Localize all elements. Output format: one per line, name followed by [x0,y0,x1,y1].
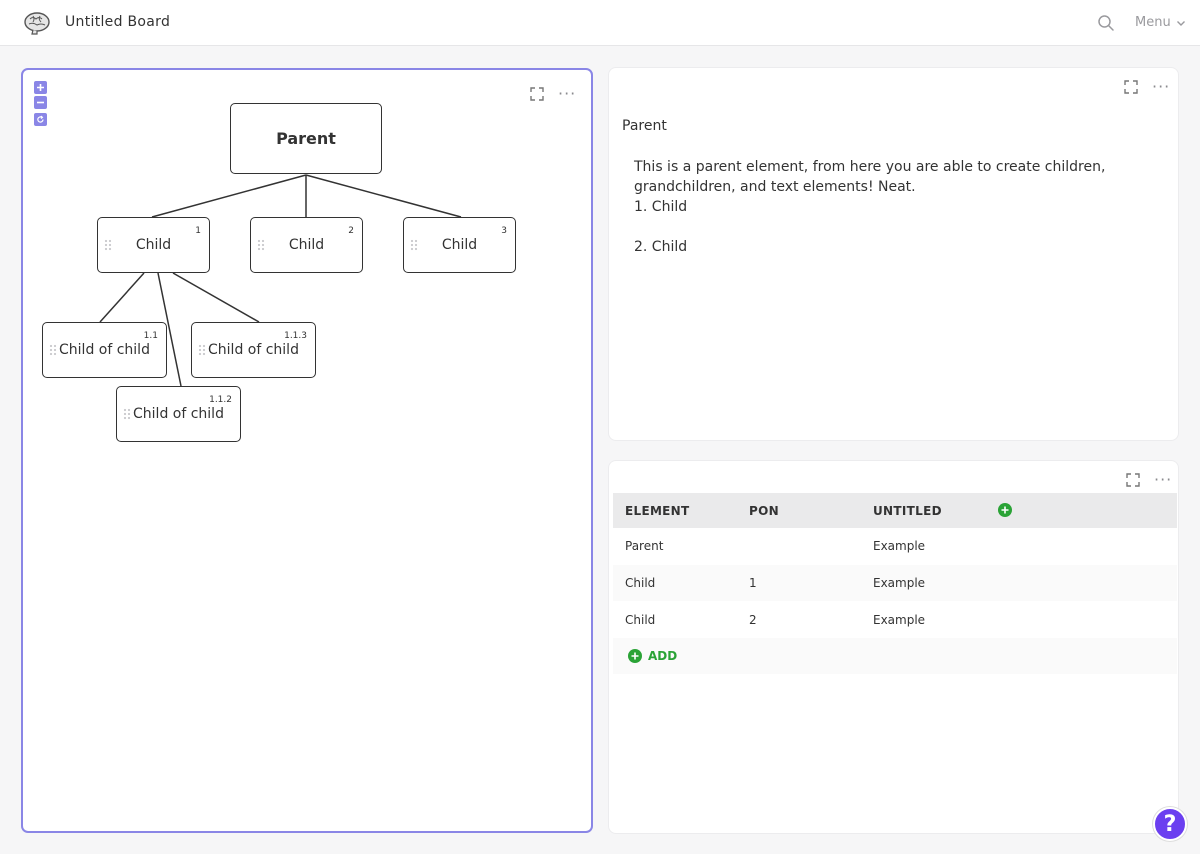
doc-list[interactable]: 1. Child 2. Child [634,199,687,259]
table-panel-tools: ··· [1126,470,1173,489]
column-header-untitled[interactable]: UNTITLED [873,503,942,518]
mindmap-node-child-1-1-3[interactable]: Child of child 1.1.3 [191,322,316,378]
node-label: Child of child [133,406,224,422]
add-column-icon[interactable] [998,503,1012,517]
mindmap-node-child-1-1-2[interactable]: Child of child 1.1.2 [116,386,241,442]
drag-handle-icon[interactable] [49,344,57,356]
expand-icon[interactable] [1124,80,1138,94]
node-number: 1.1.2 [209,395,232,405]
mindmap-connectors [99,174,462,387]
node-number: 1.1.3 [284,331,307,341]
node-number: 2 [348,226,354,236]
brain-logo-icon[interactable] [22,10,52,36]
text-panel-tools: ··· [1124,77,1171,96]
node-label: Parent [276,129,336,148]
table-cell[interactable]: Child [625,576,656,591]
drag-handle-icon[interactable] [104,239,112,251]
reset-view-button[interactable] [34,113,47,126]
board-title[interactable]: Untitled Board [65,14,171,30]
doc-body[interactable]: This is a parent element, from here you … [634,159,1106,195]
node-label: Child of child [208,342,299,358]
data-table: ELEMENT PON UNTITLED Parent Example Chil… [613,493,1177,675]
column-header-pon[interactable]: PON [749,503,779,518]
drag-handle-icon[interactable] [198,344,206,356]
node-label: Child [135,237,172,253]
node-number: 3 [501,226,507,236]
table-header: ELEMENT PON UNTITLED [613,493,1177,528]
table-panel[interactable]: ··· ELEMENT PON UNTITLED Parent Example … [609,461,1178,833]
top-bar: Untitled Board Menu [0,0,1200,46]
drag-handle-icon[interactable] [410,239,418,251]
node-number: 1.1 [143,331,158,341]
add-row-label: ADD [648,649,678,664]
table-cell[interactable]: 1 [749,576,757,591]
table-cell[interactable]: Example [873,539,926,554]
zoom-out-button[interactable] [34,96,47,109]
menu-button[interactable]: Menu [1135,15,1186,30]
mindmap-panel-tools: ··· [530,84,577,103]
more-options-icon[interactable]: ··· [558,84,577,103]
list-item[interactable]: 1. Child [634,199,688,215]
expand-icon[interactable] [530,87,544,101]
add-circle-icon [628,649,642,664]
mindmap-node-parent[interactable]: Parent [230,103,382,174]
doc-title[interactable]: Parent [622,118,667,134]
zoom-in-button[interactable] [34,81,47,94]
mindmap-node-child-3[interactable]: Child 3 [403,217,516,273]
table-cell[interactable]: Example [873,612,926,627]
menu-label: Menu [1135,15,1171,30]
table-row[interactable]: Parent Example [613,528,1177,565]
table-cell[interactable]: Parent [625,539,664,554]
table-row[interactable]: Child 2 Example [613,601,1177,638]
more-options-icon[interactable]: ··· [1152,77,1171,96]
node-number: 1 [195,226,201,236]
mindmap-node-child-2[interactable]: Child 2 [250,217,363,273]
table-cell[interactable]: 2 [749,612,757,627]
chevron-down-icon [1176,20,1185,26]
column-header-element[interactable]: ELEMENT [625,503,690,518]
search-icon[interactable] [1097,14,1115,32]
drag-handle-icon[interactable] [257,239,265,251]
mindmap-node-child-1-1[interactable]: Child of child 1.1 [42,322,167,378]
node-label: Child [441,237,478,253]
table-cell[interactable]: Child [625,612,656,627]
mindmap-node-child-1[interactable]: Child 1 [97,217,210,273]
node-label: Child of child [59,342,150,358]
minus-icon [37,101,44,104]
text-panel[interactable]: ··· Parent This is a parent element, fro… [609,68,1178,440]
add-row-button[interactable]: ADD [613,638,1177,675]
mindmap-panel[interactable]: ··· Parent Child 1 Child 2 Child 3 Child… [21,68,593,833]
table-cell[interactable]: Example [873,576,926,591]
more-options-icon[interactable]: ··· [1154,470,1173,489]
help-question-icon: ? [1163,811,1177,837]
plus-icon [37,84,44,91]
refresh-icon [37,115,44,123]
drag-handle-icon[interactable] [123,408,131,420]
table-row[interactable]: Child 1 Example [613,564,1177,602]
list-item[interactable]: 2. Child [634,239,688,255]
help-button[interactable]: ? [1153,807,1187,841]
node-label: Child [288,237,325,253]
expand-icon[interactable] [1126,473,1140,487]
